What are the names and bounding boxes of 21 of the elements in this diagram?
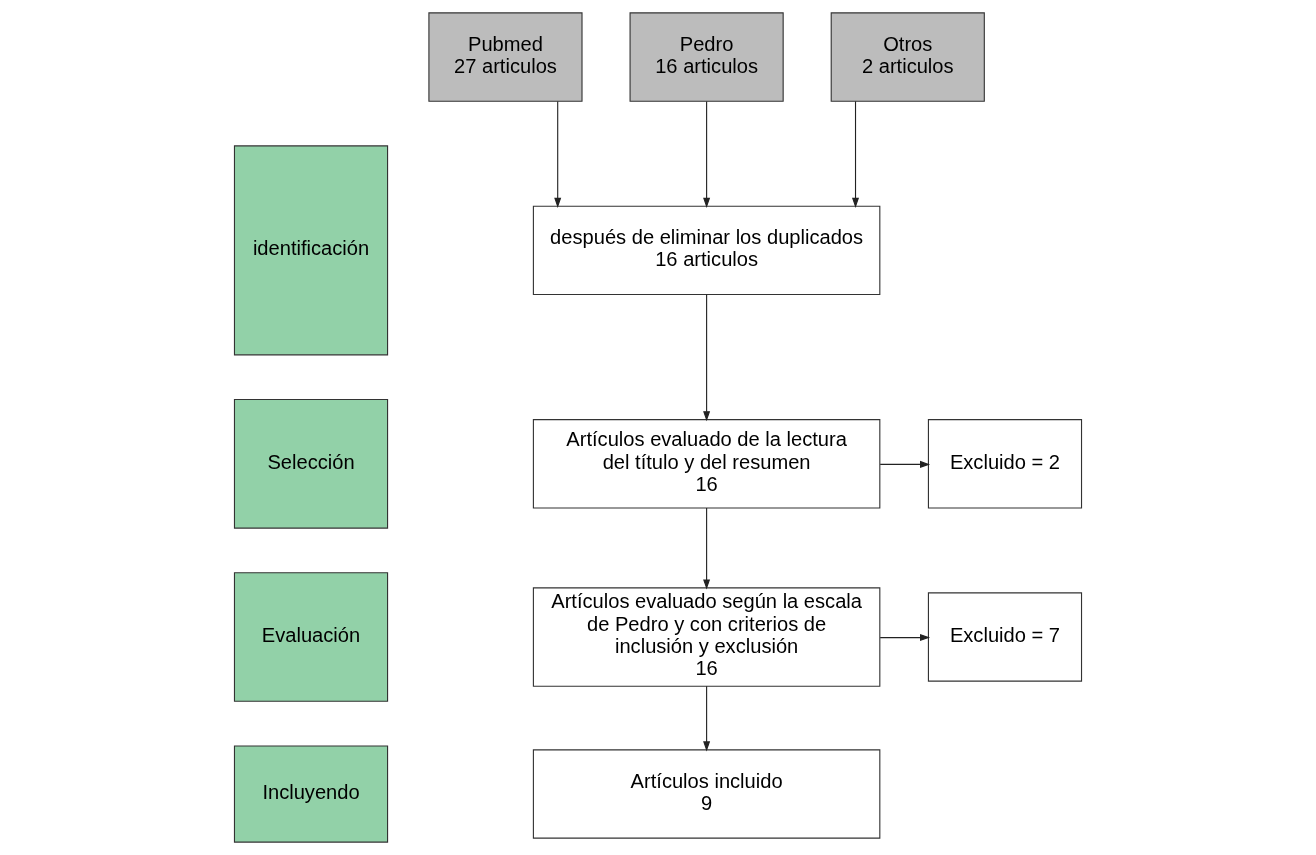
node-box: Evaluación bbox=[233, 572, 389, 702]
arrow bbox=[703, 685, 711, 752]
node-box: Otros 2 articulos bbox=[830, 12, 985, 102]
node-box: Artículos evaluado de la lectura del título y del resumen 16 bbox=[532, 419, 881, 509]
node-box: Artículos evaluado según la escala de Pedro y con criterios de inclusión y exclusión 16 bbox=[532, 587, 881, 687]
node-box: Artículos incluido 9 bbox=[532, 749, 881, 839]
node-box: Excluido = 2 bbox=[927, 419, 1083, 509]
node-box: Excluido = 7 bbox=[927, 592, 1083, 682]
arrow bbox=[703, 507, 711, 590]
node-box: Incluyendo bbox=[233, 745, 389, 843]
arrow bbox=[554, 100, 562, 208]
node-box: Pubmed 27 articulos bbox=[428, 12, 583, 102]
arrow bbox=[852, 100, 860, 208]
node-box: Selección bbox=[233, 399, 389, 529]
arrow bbox=[879, 634, 931, 642]
arrow bbox=[703, 100, 711, 208]
arrow bbox=[879, 460, 931, 468]
arrow bbox=[703, 294, 711, 422]
node-box: Pedro 16 articulos bbox=[629, 12, 784, 102]
node-box: después de eliminar los duplicados 16 articulos bbox=[532, 205, 881, 296]
node-box: identificación bbox=[233, 145, 389, 356]
